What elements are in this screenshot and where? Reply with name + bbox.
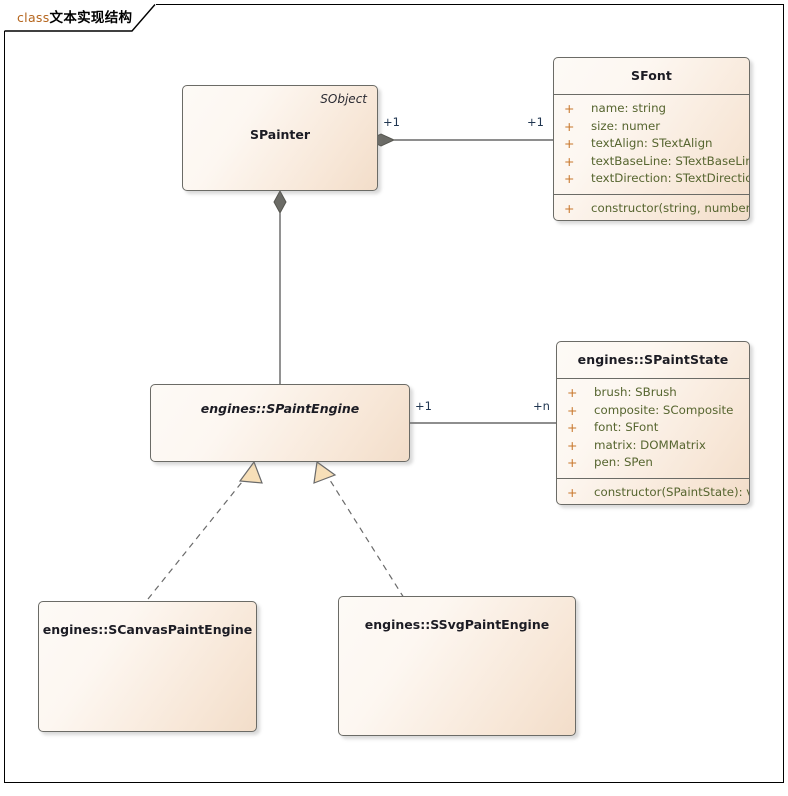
class-box-spaintstate[interactable]: engines::SPaintState + brush: SBrush + c…	[556, 341, 750, 505]
member-signature: font: SFont	[594, 420, 659, 434]
member-signature: constructor(SPaintState): void	[594, 484, 749, 499]
class-spaintstate-attributes: + brush: SBrush + composite: SComposite …	[557, 379, 749, 478]
member-signature: composite: SComposite	[594, 402, 734, 417]
class-spaintstate-separator-1	[557, 378, 749, 379]
class-box-scanvaspaintengine[interactable]: engines::SCanvasPaintEngine	[38, 601, 257, 732]
class-sfont-operations: + constructor(string, number): void	[554, 195, 749, 221]
visibility-marker: +	[564, 200, 575, 216]
member-signature: textAlign: STextAlign	[591, 136, 713, 150]
multiplicity-spainter-sfont-source: +1	[383, 115, 400, 129]
class-spaintstate-separator-2	[557, 477, 749, 479]
class-box-spaintengine[interactable]: engines::SPaintEngine	[150, 384, 410, 462]
member-signature: textDirection: STextDirection	[591, 171, 750, 185]
visibility-marker: +	[567, 385, 578, 400]
class-member: + textBaseLine: STextBaseLine	[554, 153, 749, 171]
visibility-marker: +	[564, 153, 575, 169]
class-spaintstate-operations: + constructor(SPaintState): void	[557, 479, 749, 505]
visibility-marker: +	[564, 136, 575, 151]
class-member: + font: SFont	[557, 419, 749, 437]
diagram-title-name: 文本实现结构	[49, 10, 133, 26]
class-spaintstate-name: engines::SPaintState	[577, 352, 729, 367]
visibility-marker: +	[564, 101, 575, 116]
class-ssvgpaintengine-name: engines::SSvgPaintEngine	[364, 617, 550, 632]
class-member: + size: numer	[554, 118, 749, 136]
member-signature: constructor(string, number): void	[591, 200, 750, 215]
member-signature: textBaseLine: STextBaseLine	[591, 153, 750, 168]
visibility-marker: +	[564, 171, 575, 186]
visibility-marker: +	[567, 455, 578, 470]
visibility-marker: +	[564, 118, 575, 134]
class-scanvaspaintengine-name: engines::SCanvasPaintEngine	[42, 622, 253, 637]
visibility-marker: +	[567, 437, 578, 453]
class-spainter-name: SPainter	[249, 127, 311, 142]
member-signature: matrix: DOMMatrix	[594, 437, 706, 452]
visibility-marker: +	[567, 420, 578, 435]
multiplicity-spaintengine-spaintstate-target: +n	[533, 399, 550, 413]
class-member: + textAlign: STextAlign	[554, 135, 749, 153]
diagram-frame	[4, 4, 784, 783]
class-member: + name: string	[554, 100, 749, 118]
visibility-marker: +	[567, 484, 578, 500]
class-spaintstate-header: engines::SPaintState	[557, 342, 749, 378]
class-sfont-separator-1	[554, 94, 749, 95]
class-box-ssvgpaintengine[interactable]: engines::SSvgPaintEngine	[338, 596, 576, 736]
frame-tab-shape	[4, 4, 156, 32]
class-member: + textDirection: STextDirection	[554, 170, 749, 188]
multiplicity-spainter-sfont-target: +1	[527, 115, 544, 129]
class-member: + pen: SPen	[557, 454, 749, 472]
diagram-frame-tab: class文本实现结构	[4, 4, 156, 32]
diagram-title: class文本实现结构	[17, 10, 132, 27]
class-sfont-name: SFont	[631, 68, 672, 83]
member-signature: pen: SPen	[594, 455, 653, 469]
class-member: + composite: SComposite	[557, 402, 749, 420]
class-member: + constructor(string, number): void	[554, 200, 749, 218]
member-signature: brush: SBrush	[594, 385, 677, 399]
class-member: + matrix: DOMMatrix	[557, 437, 749, 455]
visibility-marker: +	[567, 402, 578, 418]
class-box-spainter[interactable]: SObject SPainter	[182, 85, 378, 191]
member-signature: name: string	[591, 101, 667, 115]
member-signature: size: numer	[591, 118, 661, 133]
class-spaintengine-name: engines::SPaintEngine	[200, 401, 360, 416]
class-sfont-attributes: + name: string + size: numer + textAlign…	[554, 95, 749, 194]
class-box-sfont[interactable]: SFont + name: string + size: numer + tex…	[553, 57, 750, 221]
class-spainter-parent-label: SObject	[320, 92, 367, 106]
multiplicity-spaintengine-spaintstate-source: +1	[415, 399, 432, 413]
class-member: + brush: SBrush	[557, 384, 749, 402]
class-member: + constructor(SPaintState): void	[557, 484, 749, 502]
diagram-title-keyword: class	[17, 10, 50, 25]
class-sfont-separator-2	[554, 193, 749, 195]
class-sfont-header: SFont	[554, 58, 749, 94]
